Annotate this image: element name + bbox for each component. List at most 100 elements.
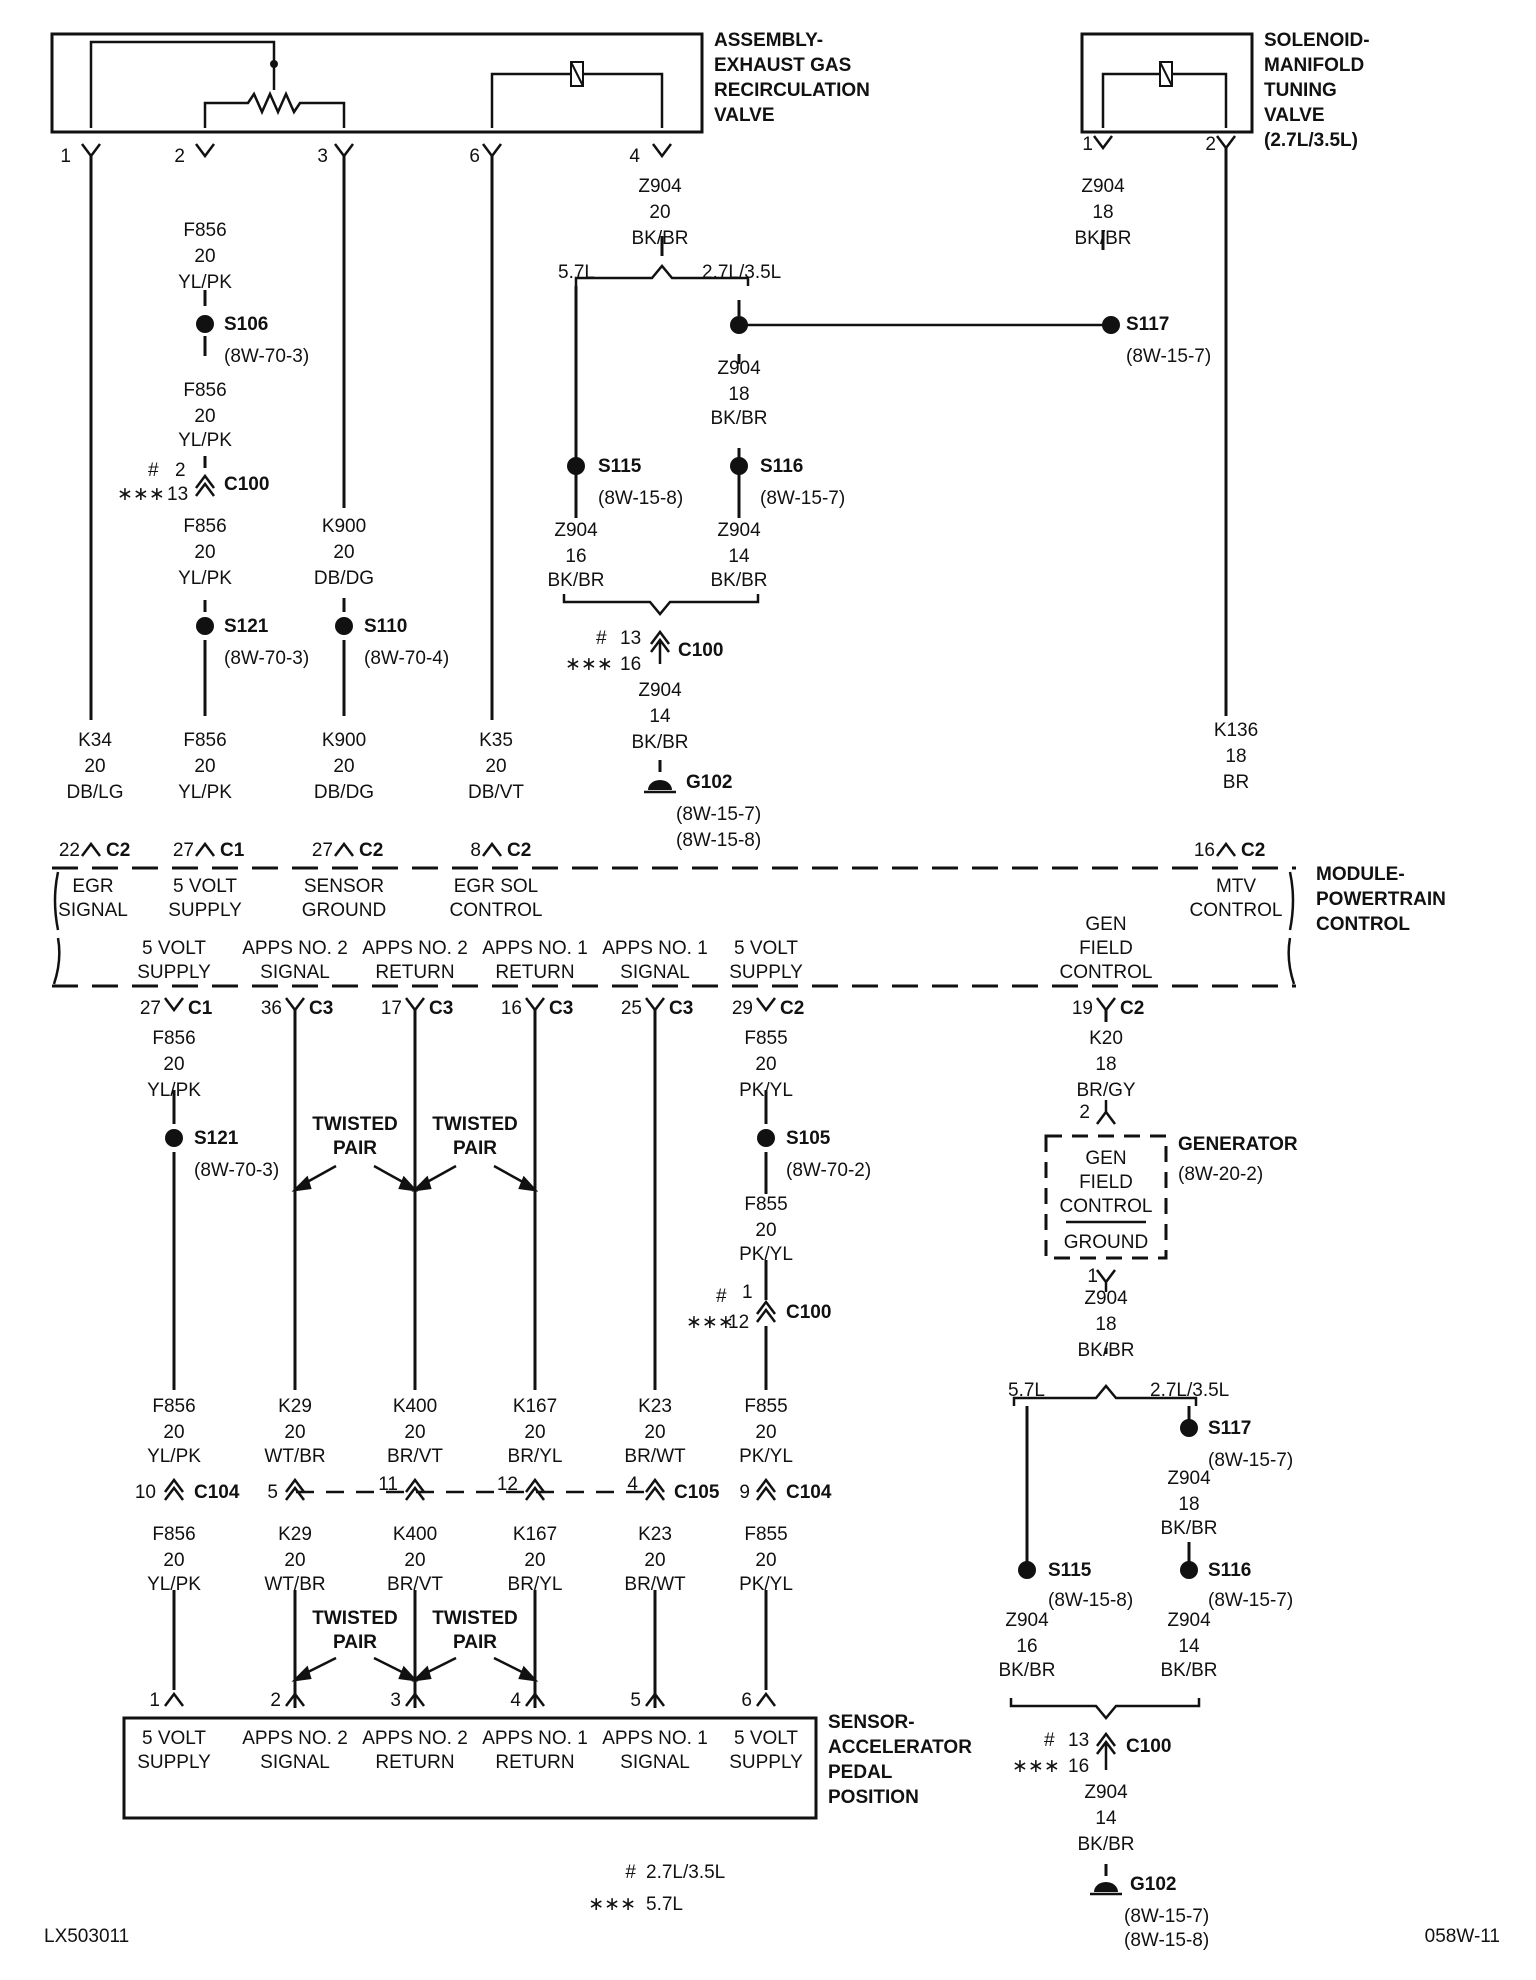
k400-a-color: BR/VT: [387, 1446, 443, 1467]
k900-pcm-color: DB/DG: [314, 782, 374, 803]
k400-a-gauge: 20: [404, 1422, 425, 1443]
z904-27-code: Z904: [717, 358, 761, 379]
generator-title: GENERATOR: [1178, 1134, 1298, 1155]
z904-gen14-code: Z904: [1167, 1610, 1211, 1631]
k900-pcm-code: K900: [322, 730, 366, 751]
app-sensor-title-1: SENSOR-: [828, 1712, 915, 1733]
pcm-bpin-29: 29: [732, 998, 753, 1019]
k400-b-color: BR/VT: [387, 1574, 443, 1595]
s106-label: S106: [224, 314, 268, 335]
mtv-title-4: VALVE: [1264, 105, 1325, 126]
s116-lower-ref: (8W-15-7): [1208, 1590, 1293, 1611]
pcm-title-2: POWERTRAIN: [1316, 889, 1446, 910]
generator-box: [1044, 1134, 1168, 1260]
egr-wiper-wire: [89, 40, 276, 128]
c100-c-label: C100: [786, 1302, 831, 1323]
k400-b-code: K400: [393, 1524, 437, 1545]
pcm-pin-22: 22: [59, 840, 80, 861]
pcm-bpin-17: 17: [381, 998, 402, 1019]
k167-b-gauge: 20: [524, 1550, 545, 1571]
splice-s110-dot: [335, 617, 353, 635]
app-label-3b: RETURN: [375, 1752, 454, 1773]
k23-a-gauge: 20: [644, 1422, 665, 1443]
c100-a-pin13: 13: [167, 484, 188, 505]
legend-text-2: 5.7L: [646, 1894, 683, 1915]
c100-a-pin2: 2: [175, 460, 186, 481]
f856-mid-color: YL/PK: [178, 430, 232, 451]
mtv-component: SOLENOID- MANIFOLD TUNING VALVE (2.7L/3.…: [1080, 30, 1370, 151]
f856-low-gauge: 20: [194, 542, 215, 563]
f856-pcm-color: YL/PK: [178, 782, 232, 803]
c100-c-pin1: 1: [742, 1282, 753, 1303]
c105-pin5: 5: [267, 1482, 278, 1503]
pcm-egr-signal-1: EGR: [72, 876, 113, 897]
gen-internal-3: CONTROL: [1060, 1196, 1153, 1217]
c100-d-pin13: 13: [1068, 1730, 1089, 1751]
pcm-bpin-19-conn: C2: [1120, 998, 1144, 1019]
f856-c104a-color: YL/PK: [147, 1446, 201, 1467]
c105-pin12: 12: [497, 1474, 518, 1495]
pcm-apps1-return-1: APPS NO. 1: [482, 938, 588, 959]
k29-a-color: WT/BR: [264, 1446, 325, 1467]
f855-d-gauge: 20: [755, 1550, 776, 1571]
twisted-pair-4-line1: TWISTED: [432, 1608, 518, 1629]
s116-upper-label: S116: [760, 456, 803, 477]
upper-wire-labels: F856 20 YL/PK S106 (8W-70-3) F856 20 YL/…: [66, 176, 1258, 851]
pcm-side-breaks: [52, 871, 1296, 985]
splice-s116-lower-dot: [1180, 1561, 1198, 1579]
c105-label: C105: [674, 1482, 720, 1503]
k20-code: K20: [1089, 1028, 1123, 1049]
z904-gen14-gauge: 14: [1178, 1636, 1200, 1657]
app-label-6b: SUPPLY: [729, 1752, 803, 1773]
c100-d-pin16: 16: [1068, 1756, 1089, 1777]
egr-variant-2735: 2.7L/3.5L: [702, 262, 781, 283]
pcm-pin-16: 16: [1194, 840, 1215, 861]
splice-s105-dot: [757, 1129, 775, 1147]
s110-ref: (8W-70-4): [364, 648, 449, 669]
pcm-bpin-25: 25: [621, 998, 642, 1019]
z904-gen-g102-color: BK/BR: [1077, 1834, 1134, 1855]
s116-upper-ref: (8W-15-7): [760, 488, 845, 509]
f856-c104b-gauge: 20: [163, 1550, 184, 1571]
k900-top-color: DB/DG: [314, 568, 374, 589]
k29-b-color: WT/BR: [264, 1574, 325, 1595]
k29-b-gauge: 20: [284, 1550, 305, 1571]
c100-a-stars: ∗∗∗: [117, 484, 165, 505]
z904-g102-color: BK/BR: [631, 732, 688, 753]
pcm-apps1-return-2: RETURN: [495, 962, 574, 983]
c105-pin5-mark: [285, 1477, 305, 1501]
c100-a-hash: #: [148, 460, 159, 481]
pcm-apps2-return-2: RETURN: [375, 962, 454, 983]
c100-d-hash: #: [1044, 1730, 1055, 1751]
pcm-pin-8-conn: C2: [507, 840, 531, 861]
z904-egr-code: Z904: [638, 176, 682, 197]
f856-low-code: F856: [183, 516, 226, 537]
f855-a-color: PK/YL: [739, 1080, 793, 1101]
g102-lower-ref-1: (8W-15-7): [1124, 1906, 1209, 1927]
s117-upper-label: S117: [1126, 314, 1169, 335]
lower-splices: [165, 1129, 1198, 1579]
pcm-egr-signal-2: SIGNAL: [58, 900, 128, 921]
pcm-sensor-ground-2: GROUND: [302, 900, 386, 921]
egr-variant-57: 5.7L: [558, 262, 595, 283]
k20-color: BR/GY: [1076, 1080, 1135, 1101]
f855-a-code: F855: [744, 1028, 787, 1049]
c100-b-label: C100: [678, 640, 723, 661]
c100-a-connector-mark: [195, 473, 215, 497]
z904-egr-color: BK/BR: [631, 228, 688, 249]
f855-c-color: PK/YL: [739, 1446, 793, 1467]
pcm-5v-bottom-a-2: SUPPLY: [137, 962, 211, 983]
gen-pin-1-mark: [1096, 1269, 1116, 1292]
splice-s115-lower-dot: [1018, 1561, 1036, 1579]
mtv-box: [1080, 32, 1254, 134]
pcm-apps2-signal-2: SIGNAL: [260, 962, 330, 983]
egr-pin-4: 4: [629, 146, 640, 167]
pcm-apps2-signal-1: APPS NO. 2: [242, 938, 348, 959]
twisted-pair-4-line2: PAIR: [453, 1632, 497, 1653]
app-sensor-component: 1 2 3 4 5 6 5 VOLT SUPPLY APPS NO. 2 SIG…: [122, 1690, 972, 1820]
s117-lower-ref: (8W-15-7): [1208, 1450, 1293, 1471]
lower-wire-labels: F856 20 YL/PK S121 (8W-70-3) F856 20 YL/…: [135, 1028, 1136, 1653]
app-sensor-title-3: PEDAL: [828, 1762, 893, 1783]
gen-internal-1: GEN: [1085, 1148, 1126, 1169]
